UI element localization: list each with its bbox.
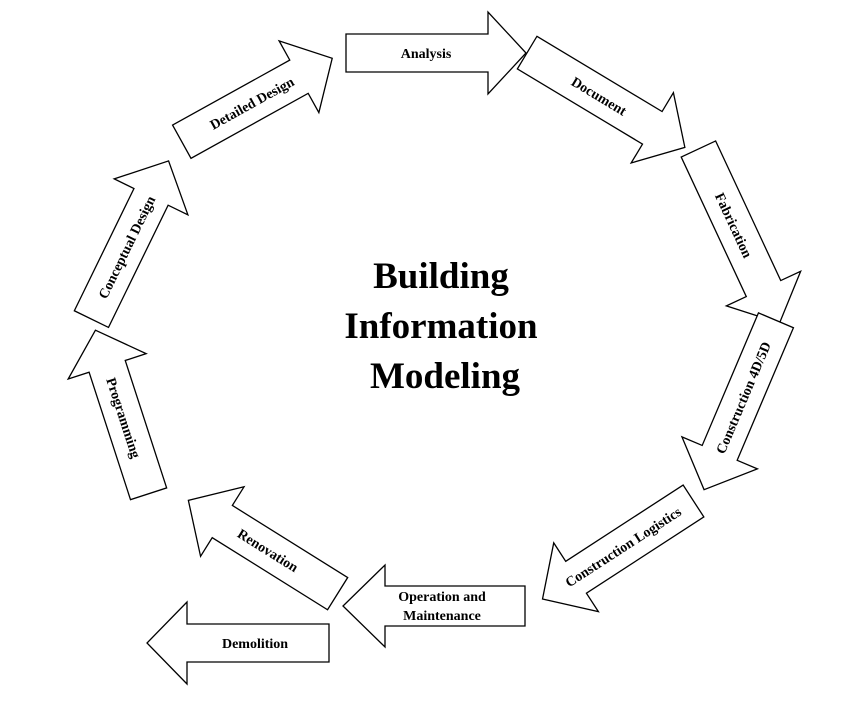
arrow-shape-programming bbox=[66, 329, 168, 501]
arrow-shape-detailed-design bbox=[171, 39, 333, 160]
arrow-shape-demolition bbox=[146, 600, 330, 686]
stage-arrow-conceptual-design: Conceptual Design bbox=[73, 160, 190, 329]
stage-arrow-analysis: Analysis bbox=[345, 10, 527, 96]
arrow-shape-analysis bbox=[345, 10, 527, 96]
title-line-building: Building bbox=[373, 256, 509, 297]
arrow-shape-fabrication bbox=[680, 140, 802, 324]
stage-arrow-detailed-design: Detailed Design bbox=[171, 39, 333, 160]
arrow-shape-construction-logistics bbox=[541, 484, 705, 613]
stage-label-operation-line-2: Maintenance bbox=[403, 609, 481, 624]
stage-arrow-document: Document bbox=[516, 35, 686, 165]
arrow-shape-operation-maintenance bbox=[342, 563, 526, 649]
stage-label-operation-line-1: Operation and bbox=[398, 590, 486, 605]
stage-label-demolition: Demolition bbox=[222, 637, 288, 652]
stage-arrow-fabrication: Fabrication bbox=[680, 140, 802, 324]
center-title: Building Information Modeling bbox=[344, 256, 538, 397]
stage-label-construction-logistics: Construction Logistics bbox=[563, 505, 685, 591]
arrow-shape-conceptual-design bbox=[73, 160, 190, 329]
stage-arrow-construction-logistics: Construction Logistics bbox=[541, 484, 705, 613]
arrow-shape-construction-4d-5d bbox=[680, 312, 795, 491]
arrow-shape-document bbox=[516, 35, 686, 165]
arrow-shape-renovation bbox=[187, 485, 349, 611]
title-line-information: Information bbox=[344, 306, 538, 347]
stage-arrow-programming: Programming bbox=[66, 329, 168, 501]
stage-label-analysis: Analysis bbox=[401, 47, 452, 62]
stage-arrow-demolition: Demolition bbox=[146, 600, 330, 686]
stage-arrow-construction-4d-5d: Construction 4D/5D bbox=[680, 312, 795, 491]
stage-arrow-operation-maintenance: Operation and Maintenance bbox=[342, 563, 526, 649]
title-line-modeling: Modeling bbox=[370, 356, 521, 397]
stage-arrow-renovation: Renovation bbox=[187, 485, 349, 611]
